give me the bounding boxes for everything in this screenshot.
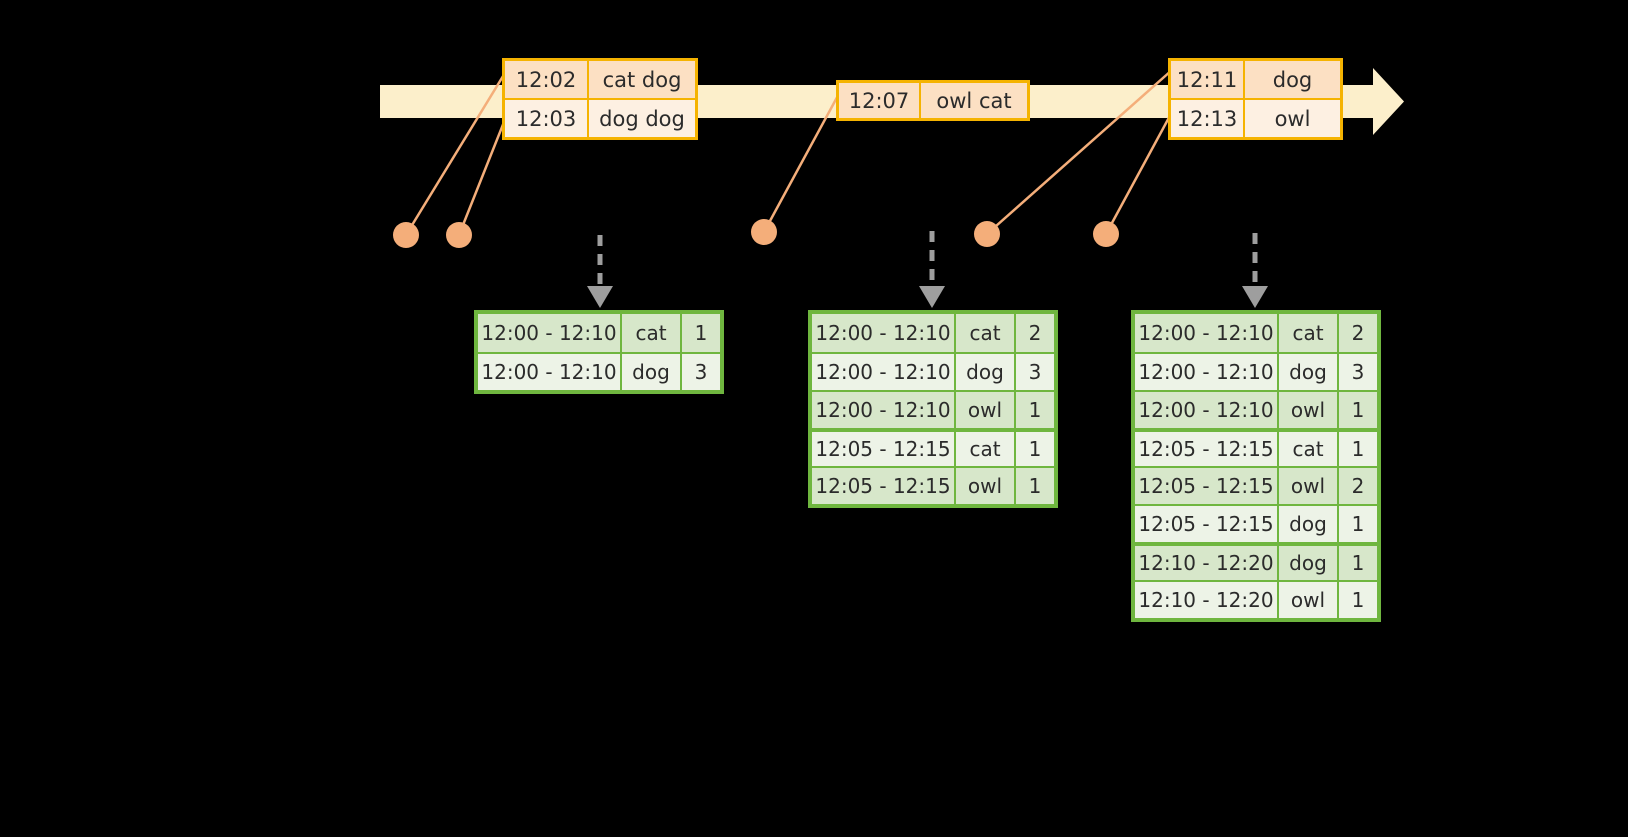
event-timestamp: 12:13 <box>1171 100 1245 137</box>
event-timestamp: 12:03 <box>505 100 589 137</box>
window-cell: 12:05 - 12:15 <box>812 432 956 466</box>
connector-line <box>457 111 510 236</box>
down-arrow-head <box>587 286 613 308</box>
event-payload: cat dog <box>589 61 695 98</box>
count-cell: 2 <box>1339 314 1377 352</box>
key-cell: owl <box>956 468 1016 504</box>
dot-5 <box>1093 221 1119 247</box>
window-cell: 12:00 - 12:10 <box>812 314 956 352</box>
count-cell: 2 <box>1339 468 1377 504</box>
event-timestamp: 12:02 <box>505 61 589 98</box>
event-payload: owl <box>1245 100 1340 137</box>
window-cell: 12:00 - 12:10 <box>1135 354 1279 390</box>
connector-line <box>1104 111 1174 235</box>
window-cell: 12:10 - 12:20 <box>1135 546 1279 580</box>
down-arrows <box>587 231 1268 308</box>
key-cell: dog <box>1279 546 1339 580</box>
count-cell: 3 <box>1016 354 1054 390</box>
window-cell: 12:00 - 12:10 <box>478 354 622 390</box>
window-cell: 12:05 - 12:15 <box>1135 432 1279 466</box>
event-payload: dog dog <box>589 100 695 137</box>
window-cell: 12:05 - 12:15 <box>1135 506 1279 542</box>
key-cell: cat <box>956 314 1016 352</box>
event-timestamp: 12:07 <box>839 83 921 118</box>
down-arrow-head <box>1242 286 1268 308</box>
key-cell: dog <box>1279 354 1339 390</box>
key-cell: owl <box>956 392 1016 428</box>
event-payload: owl cat <box>921 83 1027 118</box>
key-cell: cat <box>1279 314 1339 352</box>
event-payload: dog <box>1245 61 1340 98</box>
key-cell: cat <box>622 314 682 352</box>
window-cell: 12:00 - 12:10 <box>1135 392 1279 428</box>
key-cell: dog <box>622 354 682 390</box>
window-cell: 12:05 - 12:15 <box>1135 468 1279 504</box>
key-cell: cat <box>956 432 1016 466</box>
down-arrow-head <box>919 286 945 308</box>
dot-4 <box>974 221 1000 247</box>
count-cell: 1 <box>1016 468 1054 504</box>
key-cell: dog <box>1279 506 1339 542</box>
count-cell: 1 <box>1339 506 1377 542</box>
count-cell: 3 <box>1339 354 1377 390</box>
count-cell: 1 <box>682 314 720 352</box>
count-cell: 3 <box>682 354 720 390</box>
window-cell: 12:00 - 12:10 <box>812 392 956 428</box>
key-cell: owl <box>1279 582 1339 618</box>
connector-line <box>762 89 843 233</box>
window-cell: 12:00 - 12:10 <box>812 354 956 390</box>
count-cell: 1 <box>1339 392 1377 428</box>
key-cell: cat <box>1279 432 1339 466</box>
count-cell: 1 <box>1339 546 1377 580</box>
dot-2 <box>446 222 472 248</box>
window-cell: 12:00 - 12:10 <box>478 314 622 352</box>
dot-1 <box>393 222 419 248</box>
event-timestamp: 12:11 <box>1171 61 1245 98</box>
window-cell: 12:00 - 12:10 <box>1135 314 1279 352</box>
count-cell: 1 <box>1016 432 1054 466</box>
key-cell: dog <box>956 354 1016 390</box>
count-cell: 1 <box>1339 582 1377 618</box>
connector-line <box>404 67 510 236</box>
count-cell: 1 <box>1016 392 1054 428</box>
count-cell: 1 <box>1339 432 1377 466</box>
window-cell: 12:05 - 12:15 <box>812 468 956 504</box>
key-cell: owl <box>1279 468 1339 504</box>
window-cell: 12:10 - 12:20 <box>1135 582 1279 618</box>
dot-3 <box>751 219 777 245</box>
count-cell: 2 <box>1016 314 1054 352</box>
key-cell: owl <box>1279 392 1339 428</box>
